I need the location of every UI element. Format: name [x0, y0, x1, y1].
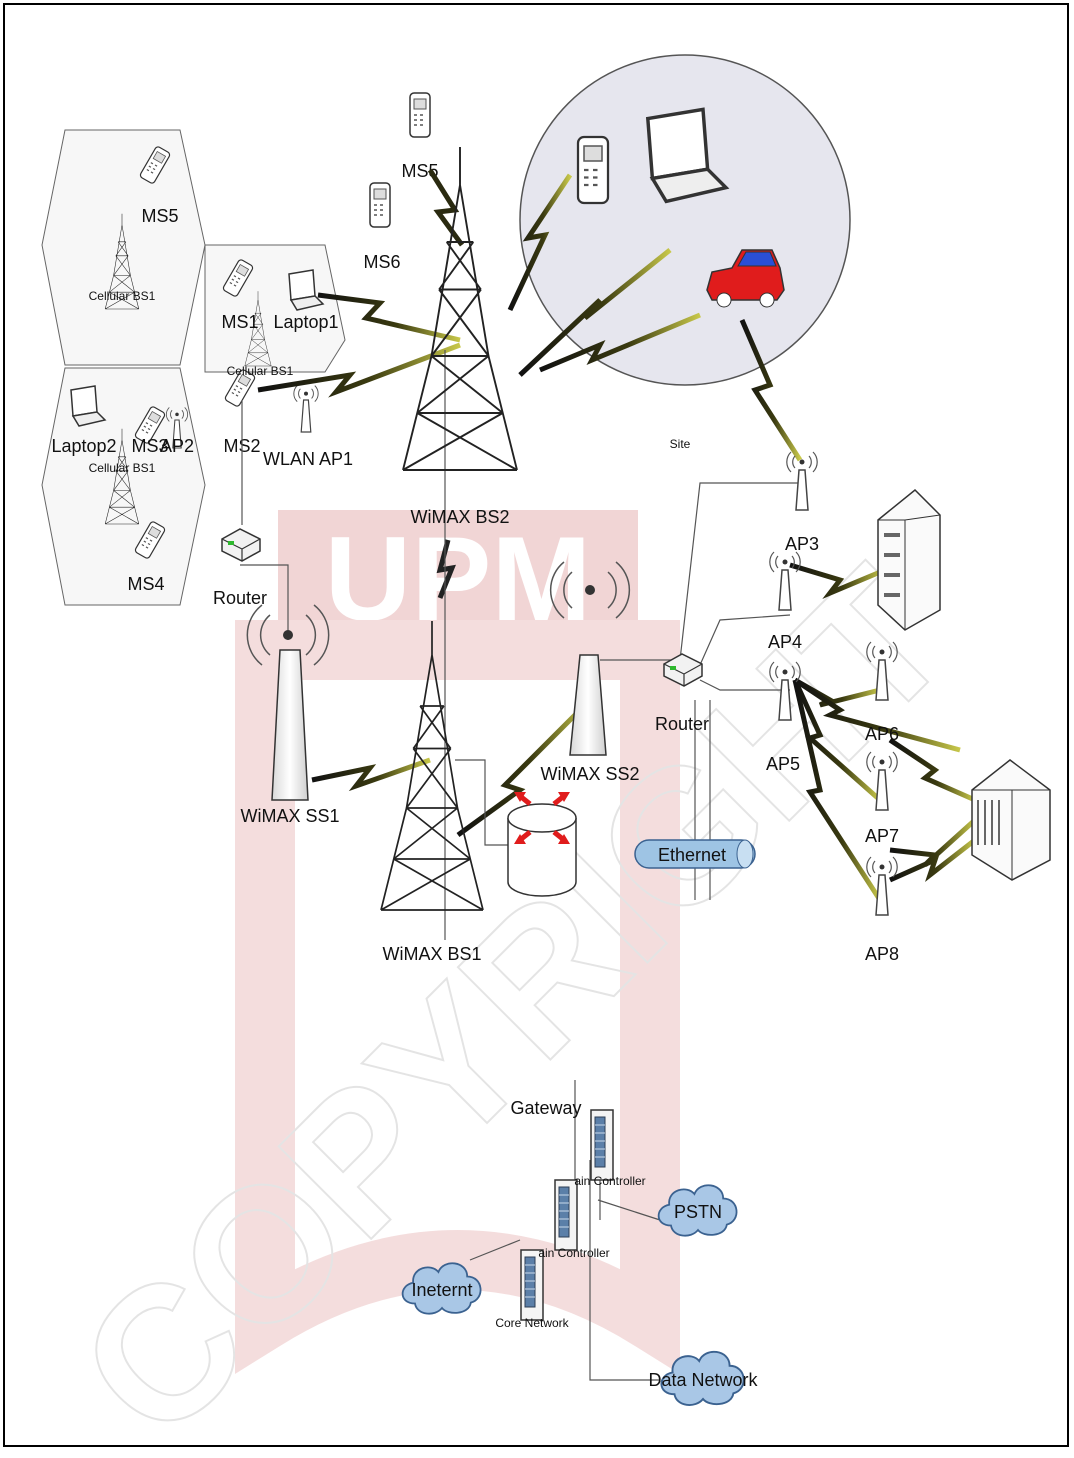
ms4-label: MS4	[127, 574, 164, 594]
ap7-label: AP7	[865, 826, 899, 846]
cell1-ms5-label: MS5	[141, 206, 178, 226]
wimax-ss1-label: WiMAX SS1	[240, 806, 339, 826]
ap2-label: AP2	[160, 436, 194, 456]
office-building-icon	[877, 488, 941, 631]
gateway-icon	[507, 792, 577, 897]
ethernet-bus	[634, 839, 756, 869]
wireless-links	[257, 168, 977, 902]
pstn-label: PSTN	[674, 1202, 722, 1222]
ap8-label: AP8	[865, 944, 899, 964]
diagram-frame	[3, 3, 1069, 1447]
ap3-label: AP3	[785, 534, 819, 554]
ms6-label: MS6	[363, 252, 400, 272]
wimax-ss2-icon	[549, 561, 631, 756]
ap6-label: AP6	[865, 724, 899, 744]
controller2-label: ain Controller	[538, 1246, 609, 1260]
watermark-logo-box	[278, 510, 638, 640]
site-label: Site	[670, 437, 691, 451]
router-left-label: Router	[213, 588, 267, 608]
datacenter-building-icon	[971, 759, 1051, 881]
cell2-bs-label: Cellular BS1	[227, 364, 294, 378]
cell3-bs-label: Cellular BS1	[89, 461, 156, 475]
gateway-label: Gateway	[510, 1098, 581, 1118]
core-network-label: Core Network	[495, 1316, 569, 1330]
ms1-label: MS1	[221, 312, 258, 332]
wired-links	[240, 350, 800, 1381]
cell-3: Laptop2 MS3 AP2 Cellular BS1 MS4	[41, 367, 206, 606]
car-icon	[706, 249, 785, 308]
laptop1-label: Laptop1	[273, 312, 338, 332]
wlan-ap1-label: WLAN AP1	[263, 449, 353, 469]
router-mid-label: Router	[655, 714, 709, 734]
data-network-label: Data Network	[648, 1370, 758, 1390]
watermark-shield	[235, 620, 680, 1375]
cell-1: Cellular BS1 MS5	[41, 129, 206, 366]
controller1-label: ain Controller	[574, 1174, 645, 1188]
ms3-label: MS3	[131, 436, 168, 456]
ethernet-label: Ethernet	[658, 845, 726, 865]
cell-2: MS1 Laptop1 Cellular BS1 MS2 WLAN AP1	[204, 244, 353, 469]
ap5-label: AP5	[766, 754, 800, 774]
wimax-ss1-icon	[246, 604, 330, 801]
cell1-bs-label: Cellular BS1	[89, 289, 156, 303]
ms5-top-label: MS5	[401, 161, 438, 181]
wimax-ss2-label: WiMAX SS2	[540, 764, 639, 784]
internet-label: Ineternt	[411, 1280, 472, 1300]
wimax-bs2-label: WiMAX BS2	[410, 507, 509, 527]
wimax-bs1-label: WiMAX BS1	[382, 944, 481, 964]
ap4-label: AP4	[768, 632, 802, 652]
laptop2-label: Laptop2	[51, 436, 116, 456]
